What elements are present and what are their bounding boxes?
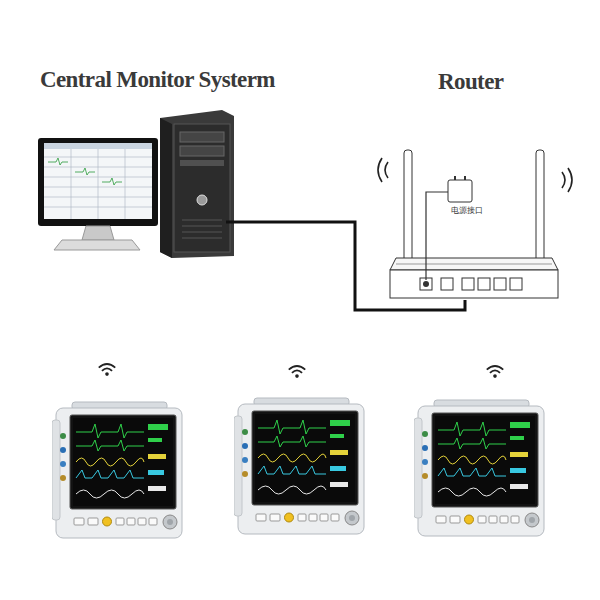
node-heading: Router [438,68,503,96]
computer-node: Central Monitor Systerm [36,112,234,258]
network-cable [234,222,465,310]
router-node: Router [388,145,560,300]
port-label: 电源接口 [451,207,483,216]
node-heading: Central Monitor Systerm [40,66,275,94]
